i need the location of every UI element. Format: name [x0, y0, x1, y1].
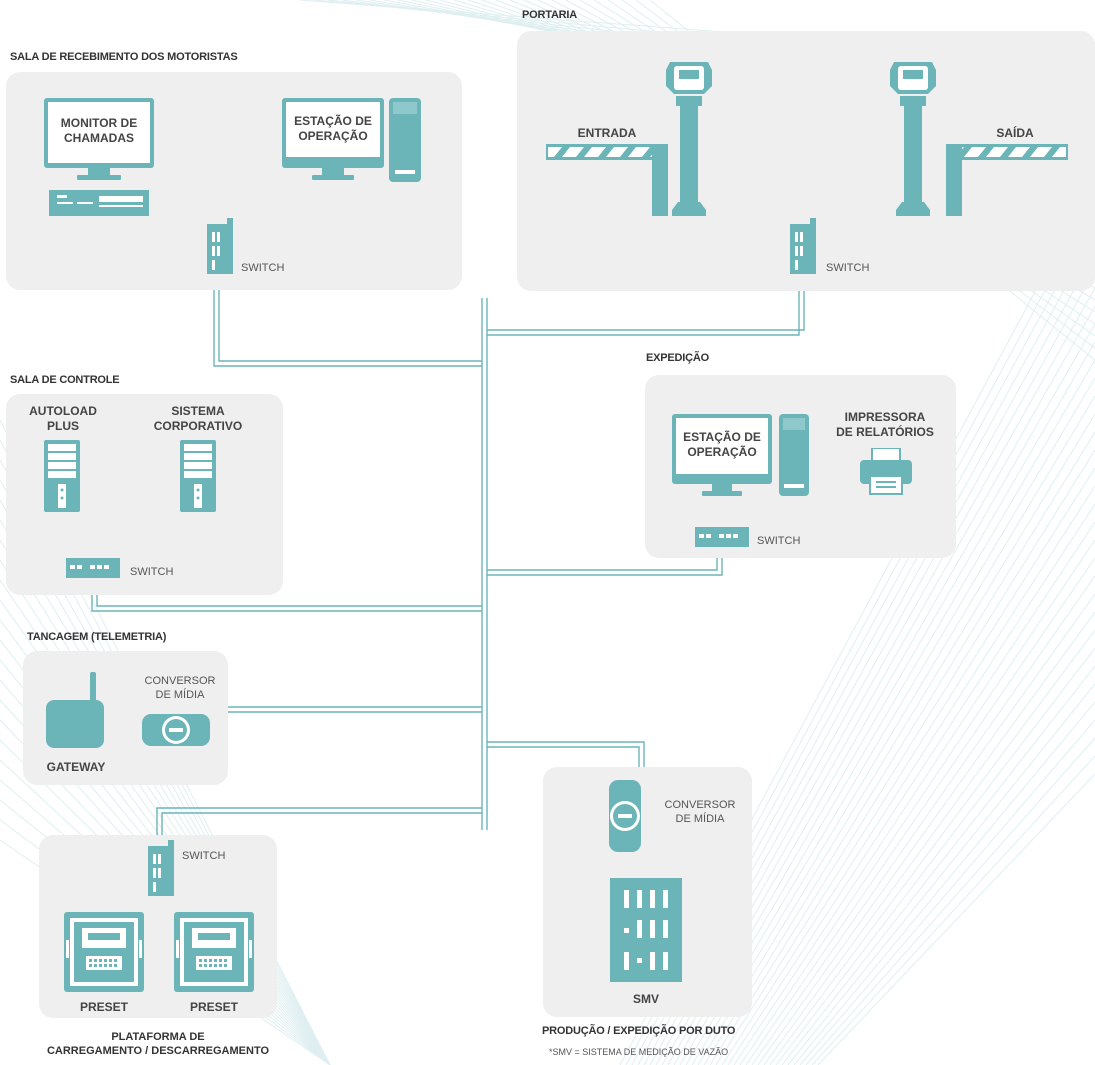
switch-platform-icon — [148, 840, 174, 896]
section-title-drivers-room: SALA DE RECEBIMENTO DOS MOTORISTAS — [10, 51, 238, 63]
section-title-pipeline: PRODUÇÃO / EXPEDIÇÃO POR DUTO — [542, 1025, 736, 1037]
section-title-control-room: SALA DE CONTROLE — [10, 374, 120, 386]
media-converter-1-icon — [142, 714, 210, 746]
corporate-server-icon — [180, 440, 216, 512]
preset-1-icon — [64, 912, 144, 992]
gateway-label: GATEWAY — [46, 760, 106, 774]
preset-1-label: PRESET — [79, 1000, 128, 1014]
operation-station-2-label: ESTAÇÃO DE OPERAÇÃO — [683, 430, 761, 459]
switch-drivers-room-label: SWITCH — [241, 262, 285, 274]
smv-footnote: *SMV = SISTEMA DE MEDIÇÃO DE VAZÃO — [549, 1047, 729, 1057]
report-printer-label: IMPRESSORA DE RELATÓRIOS — [836, 410, 934, 439]
autoload-server-icon — [44, 440, 80, 512]
operation-station-1-icon — [282, 98, 384, 180]
entry-barrier-icon — [546, 144, 668, 216]
preset-2-label: PRESET — [189, 1000, 238, 1014]
operation-station-1-label: ESTAÇÃO DE OPERAÇÃO — [294, 114, 372, 143]
smv-cabinet-icon — [610, 878, 682, 982]
call-monitor-icon — [44, 98, 154, 180]
media-converter-1-label: CONVERSOR DE MÍDIA — [144, 675, 216, 701]
section-title-platform: PLATAFORMA DE CARREGAMENTO / DESCARREGAM… — [46, 1031, 270, 1057]
section-title-tank-farm: TANCAGEM (TELEMETRIA) — [27, 631, 167, 643]
media-converter-2-icon — [609, 780, 641, 852]
entry-totem-icon — [666, 62, 712, 216]
exit-barrier-icon — [946, 144, 1068, 216]
switch-expedition-icon — [695, 527, 749, 547]
call-monitor-label: MONITOR DE CHAMADAS — [60, 116, 138, 145]
gateway-icon — [46, 672, 104, 748]
switch-control-room-label: SWITCH — [130, 566, 174, 578]
switch-control-room-icon — [66, 558, 120, 578]
smv-label: SMV — [632, 992, 659, 1006]
exit-totem-icon — [890, 62, 936, 216]
printer-icon — [860, 448, 912, 495]
autoload-label: AUTOLOAD PLUS — [29, 404, 97, 433]
section-title-expedition: EXPEDIÇÃO — [646, 352, 709, 364]
switch-platform-label: SWITCH — [182, 850, 226, 862]
corporate-system-label: SISTEMA CORPORATIVO — [153, 404, 243, 433]
operation-station-2-icon — [672, 414, 772, 496]
entry-label: ENTRADA — [577, 126, 637, 140]
dvr-recorder-icon — [49, 190, 149, 216]
switch-expedition-label: SWITCH — [757, 535, 801, 547]
media-converter-2-label: CONVERSOR DE MÍDIA — [664, 799, 736, 825]
switch-gatehouse-label: SWITCH — [826, 262, 870, 274]
desktop-tower-1-icon — [389, 98, 421, 182]
switch-gatehouse-icon — [790, 218, 816, 274]
exit-label: SAÍDA — [996, 126, 1034, 140]
preset-2-icon — [174, 912, 254, 992]
desktop-tower-2-icon — [779, 414, 809, 496]
switch-drivers-room-icon — [207, 218, 233, 274]
section-title-gatehouse: PORTARIA — [522, 9, 578, 21]
